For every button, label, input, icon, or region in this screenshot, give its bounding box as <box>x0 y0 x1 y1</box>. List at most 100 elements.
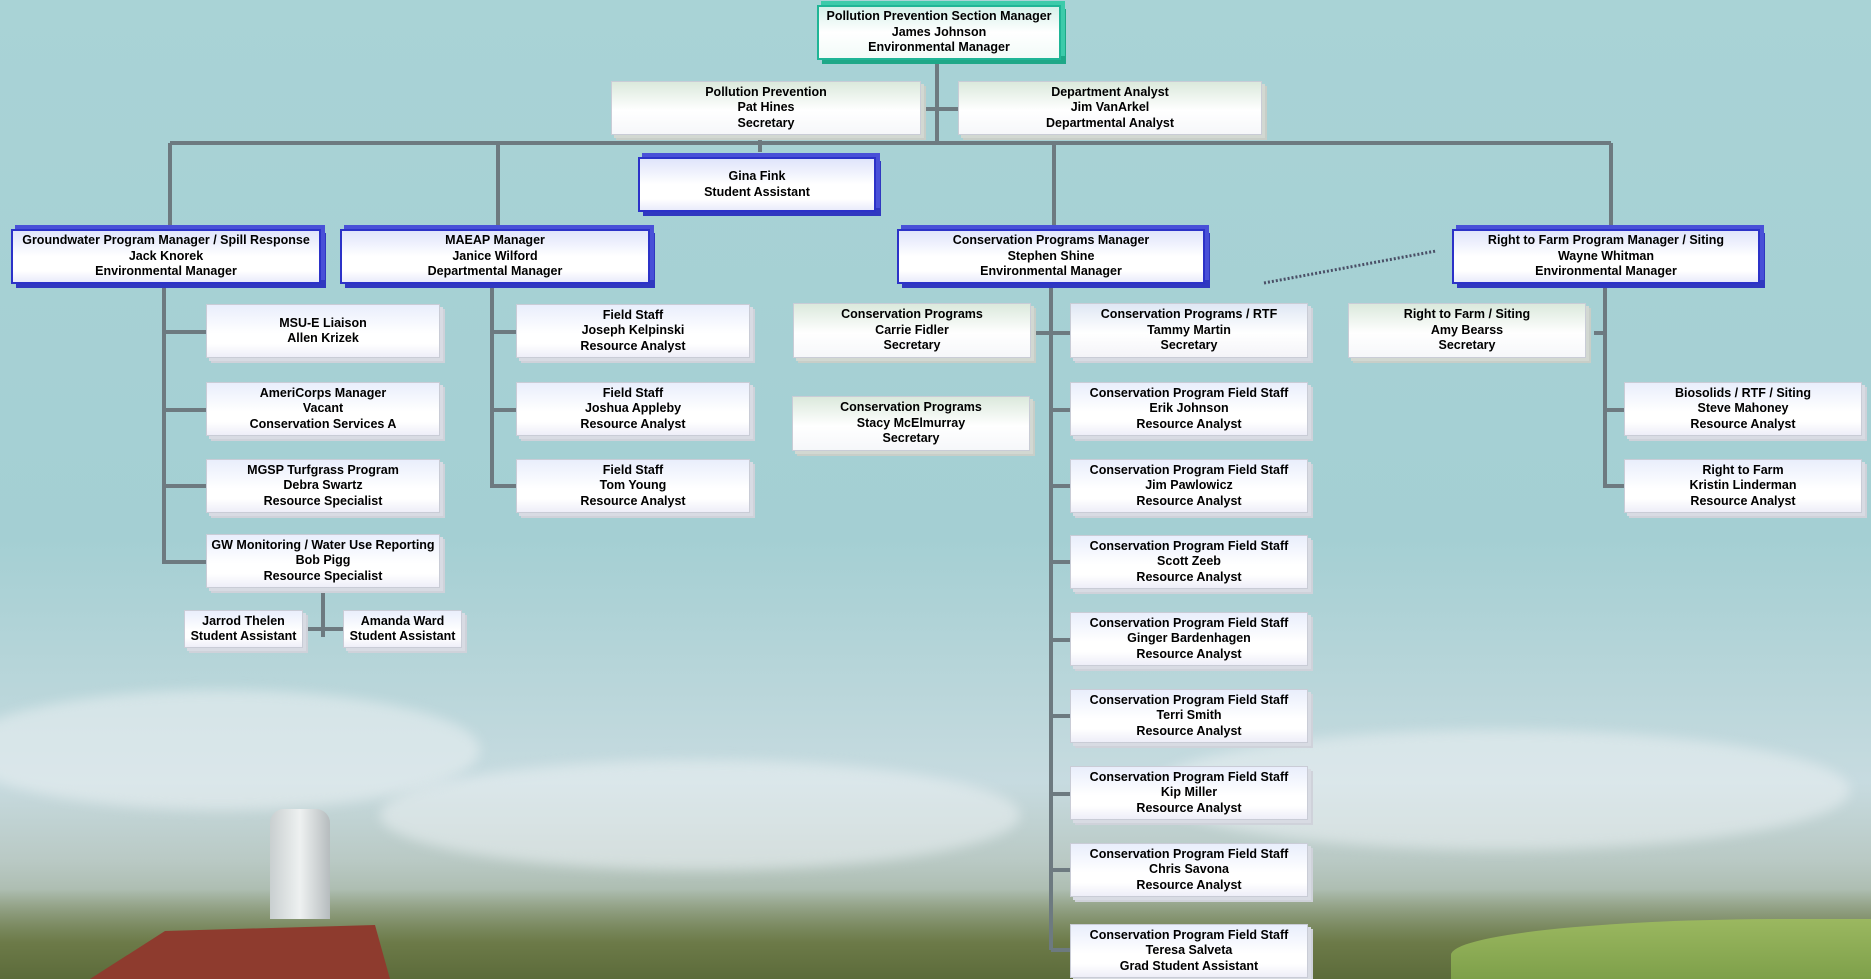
box-title: AmeriCorps Manager <box>259 385 387 400</box>
staff-box: Conservation Program Field Staff Teresa … <box>1070 924 1308 978</box>
box-title: GW Monitoring / Water Use Reporting <box>211 537 435 552</box>
box-title: Field Staff <box>602 462 664 477</box>
box-role: Student Assistant <box>190 629 297 643</box>
box-role: Resource Analyst <box>580 338 686 353</box>
box-title: Conservation Program Field Staff <box>1089 462 1289 477</box>
box-title: Department Analyst <box>1051 84 1169 99</box>
student-assistant-box: Gina Fink Student Assistant <box>638 157 876 212</box>
staff-box: Conservation Program Field Staff Terri S… <box>1070 689 1308 743</box>
box-name: Janice Wilford <box>452 248 538 263</box>
student-box: Amanda Ward Student Assistant <box>343 610 462 648</box>
box-role: Resource Analyst <box>580 416 686 431</box>
conservation-manager-box: Conservation Programs Manager Stephen Sh… <box>897 229 1205 284</box>
box-name: Bob Pigg <box>295 553 351 568</box>
box-name: Jim VanArkel <box>1070 100 1150 115</box>
staff-box: GW Monitoring / Water Use Reporting Bob … <box>206 534 440 588</box>
box-role: Environmental Manager <box>980 264 1122 279</box>
box-role: Environmental Manager <box>868 40 1010 55</box>
secretary-box: Conservation Programs Stacy McElmurray S… <box>792 396 1030 451</box>
box-role: Grad Student Assistant <box>1119 958 1259 973</box>
secretary-box: Right to Farm / Siting Amy Bearss Secret… <box>1348 303 1586 358</box>
box-role: Resource Analyst <box>1690 493 1796 508</box>
box-name: Joseph Kelpinski <box>581 323 685 338</box>
box-name: Erik Johnson <box>1149 401 1229 416</box>
box-title: Conservation Programs <box>840 400 982 415</box>
box-role: Resource Analyst <box>1136 416 1242 431</box>
box-name: Vacant <box>302 401 344 416</box>
staff-box: Field Staff Tom Young Resource Analyst <box>516 459 750 513</box>
box-role: Secretary <box>883 338 941 353</box>
groundwater-manager-box: Groundwater Program Manager / Spill Resp… <box>11 229 321 284</box>
box-role: Resource Analyst <box>1136 800 1242 815</box>
box-title: Conservation Program Field Staff <box>1089 615 1289 630</box>
box-name: Gina Fink <box>728 169 786 183</box>
box-name: Stacy McElmurray <box>856 415 966 430</box>
department-analyst-box: Department Analyst Jim VanArkel Departme… <box>958 81 1262 135</box>
staff-box: Biosolids / RTF / Siting Steve Mahoney R… <box>1624 382 1862 436</box>
box-title: Pollution Prevention Section Manager <box>826 9 1052 24</box>
box-role: Resource Analyst <box>1136 723 1242 738</box>
box-title: Conservation Program Field Staff <box>1089 692 1289 707</box>
pollution-prevention-secretary-box: Pollution Prevention Pat Hines Secretary <box>611 81 921 135</box>
box-role: Departmental Manager <box>427 264 563 279</box>
cloud <box>0 690 480 810</box>
box-name: Kristin Linderman <box>1689 478 1797 493</box>
dotted-relationship-line <box>1263 249 1437 285</box>
staff-box: Field Staff Joshua Appleby Resource Anal… <box>516 382 750 436</box>
box-title: MGSP Turfgrass Program <box>247 462 399 477</box>
staff-box: Conservation Program Field Staff Ginger … <box>1070 612 1308 666</box>
box-role: Resource Analyst <box>1136 877 1242 892</box>
box-name: Debra Swartz <box>283 478 363 493</box>
box-name: Teresa Salveta <box>1145 943 1233 958</box>
staff-box: MSU-E Liaison Allen Krizek <box>206 304 440 358</box>
box-role: Resource Analyst <box>1690 416 1796 431</box>
box-name: James Johnson <box>891 24 987 39</box>
box-role: Resource Analyst <box>1136 493 1242 508</box>
maeap-manager-box: MAEAP Manager Janice Wilford Departmenta… <box>340 229 650 284</box>
box-name: Joshua Appleby <box>584 401 682 416</box>
box-name: Scott Zeeb <box>1157 554 1221 569</box>
staff-box: Conservation Program Field Staff Kip Mil… <box>1070 766 1308 820</box>
box-name: Wayne Whitman <box>1557 248 1655 263</box>
box-title: Conservation Programs Manager <box>952 233 1150 248</box>
box-role: Resource Analyst <box>1136 569 1242 584</box>
box-name: Tammy Martin <box>1147 322 1231 337</box>
box-role: Conservation Services A <box>249 416 397 431</box>
box-name: Jack Knorek <box>128 248 204 263</box>
box-role: Resource Specialist <box>263 568 383 583</box>
box-role: Student Assistant <box>349 629 456 643</box>
silo <box>270 809 330 919</box>
box-title: Biosolids / RTF / Siting <box>1674 385 1812 400</box>
student-box: Jarrod Thelen Student Assistant <box>184 610 303 648</box>
staff-box: Conservation Programs / RTF Tammy Martin… <box>1070 303 1308 358</box>
box-role: Resource Specialist <box>263 493 383 508</box>
box-title: MSU-E Liaison <box>279 315 367 330</box>
secretary-box: Conservation Programs Carrie Fidler Secr… <box>793 303 1031 358</box>
box-title: Conservation Program Field Staff <box>1089 846 1289 861</box>
section-manager-box: Pollution Prevention Section Manager Jam… <box>817 5 1061 60</box>
box-role: Departmental Analyst <box>1045 115 1175 130</box>
box-title: Conservation Programs <box>841 307 983 322</box>
box-title: Conservation Program Field Staff <box>1089 538 1289 553</box>
rtf-manager-box: Right to Farm Program Manager / Siting W… <box>1452 229 1760 284</box>
box-title: Right to Farm / Siting <box>1403 307 1531 322</box>
box-title: Field Staff <box>602 307 664 322</box>
box-role: Environmental Manager <box>1535 264 1677 279</box>
box-name: Terri Smith <box>1156 708 1222 723</box>
box-title: Conservation Program Field Staff <box>1089 769 1289 784</box>
box-title: Conservation Programs / RTF <box>1100 307 1278 322</box>
box-role: Secretary <box>1438 338 1496 353</box>
staff-box: MGSP Turfgrass Program Debra Swartz Reso… <box>206 459 440 513</box>
box-name: Chris Savona <box>1149 862 1229 877</box>
box-title: Conservation Program Field Staff <box>1089 385 1289 400</box>
box-name: Jim Pawlowicz <box>1145 478 1233 493</box>
staff-box: Field Staff Joseph Kelpinski Resource An… <box>516 304 750 358</box>
box-name: Stephen Shine <box>1007 248 1095 263</box>
box-title: Field Staff <box>602 385 664 400</box>
box-name: Kip Miller <box>1160 785 1218 800</box>
box-title: Conservation Program Field Staff <box>1089 927 1289 942</box>
staff-box: AmeriCorps Manager Vacant Conservation S… <box>206 382 440 436</box>
staff-box: Conservation Program Field Staff Erik Jo… <box>1070 382 1308 436</box>
box-role: Resource Analyst <box>580 493 686 508</box>
box-role: Secretary <box>737 115 795 130</box>
